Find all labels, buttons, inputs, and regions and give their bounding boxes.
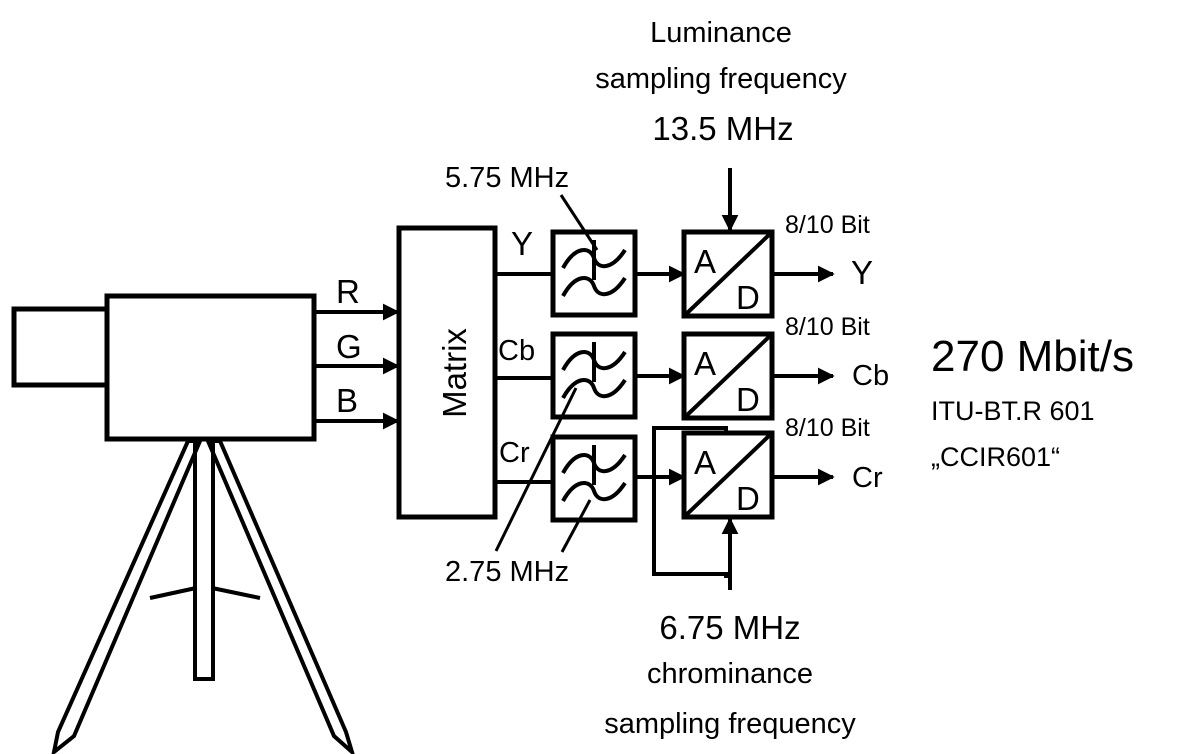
adc-cr: A D	[681, 430, 775, 520]
matrix-block: Matrix	[396, 225, 498, 520]
matrix-label: Matrix	[436, 328, 473, 418]
adc-cr-digital-label: D	[736, 480, 760, 517]
adc-cb-analog-label: A	[694, 345, 716, 382]
output-label-cb: Cb	[852, 360, 889, 392]
chroma-filter-bandwidth: 2.75 MHz	[445, 556, 569, 588]
rgb-signal-lines	[314, 303, 400, 430]
adc-y: A D	[681, 229, 775, 319]
lowpass-filter-cb	[550, 331, 638, 420]
chrominance-title: chrominance	[647, 658, 813, 690]
bits-label-cr: 8/10 Bit	[785, 414, 870, 442]
chrominance-subtitle: sampling frequency	[604, 708, 856, 740]
output-lines	[772, 265, 835, 486]
channel-label-y: Y	[511, 225, 533, 262]
input-label-b: B	[336, 382, 358, 419]
adc-cr-analog-label: A	[694, 444, 716, 481]
output-label-y: Y	[851, 254, 873, 291]
adc-y-digital-label: D	[736, 279, 760, 316]
channel-lines	[495, 272, 553, 484]
output-standard-alias: „CCIR601“	[931, 442, 1060, 472]
lowpass-filter-cr	[550, 434, 638, 523]
output-label-cr: Cr	[852, 462, 883, 494]
chrominance-clock-lines	[652, 426, 728, 578]
channel-label-cr: Cr	[499, 437, 530, 469]
adc-cb-digital-label: D	[736, 381, 760, 418]
luminance-frequency: 13.5 MHz	[652, 110, 793, 147]
tripod-icon	[51, 437, 355, 754]
adc-cb: A D	[681, 331, 775, 421]
luma-filter-bandwidth: 5.75 MHz	[445, 162, 569, 194]
output-standard: ITU-BT.R 601	[931, 396, 1095, 426]
adc-y-analog-label: A	[694, 243, 716, 280]
luminance-subtitle: sampling frequency	[595, 63, 847, 95]
bits-label-y: 8/10 Bit	[785, 211, 870, 239]
chrominance-frequency: 6.75 MHz	[659, 609, 800, 646]
input-label-g: G	[336, 328, 362, 365]
input-label-r: R	[336, 273, 360, 310]
bits-label-cb: 8/10 Bit	[785, 313, 870, 341]
channel-label-cb: Cb	[498, 335, 535, 367]
output-data-rate: 270 Mbit/s	[931, 332, 1134, 381]
camera-icon	[11, 293, 355, 754]
filter-to-adc-lines	[635, 265, 686, 486]
luminance-title: Luminance	[650, 17, 792, 49]
